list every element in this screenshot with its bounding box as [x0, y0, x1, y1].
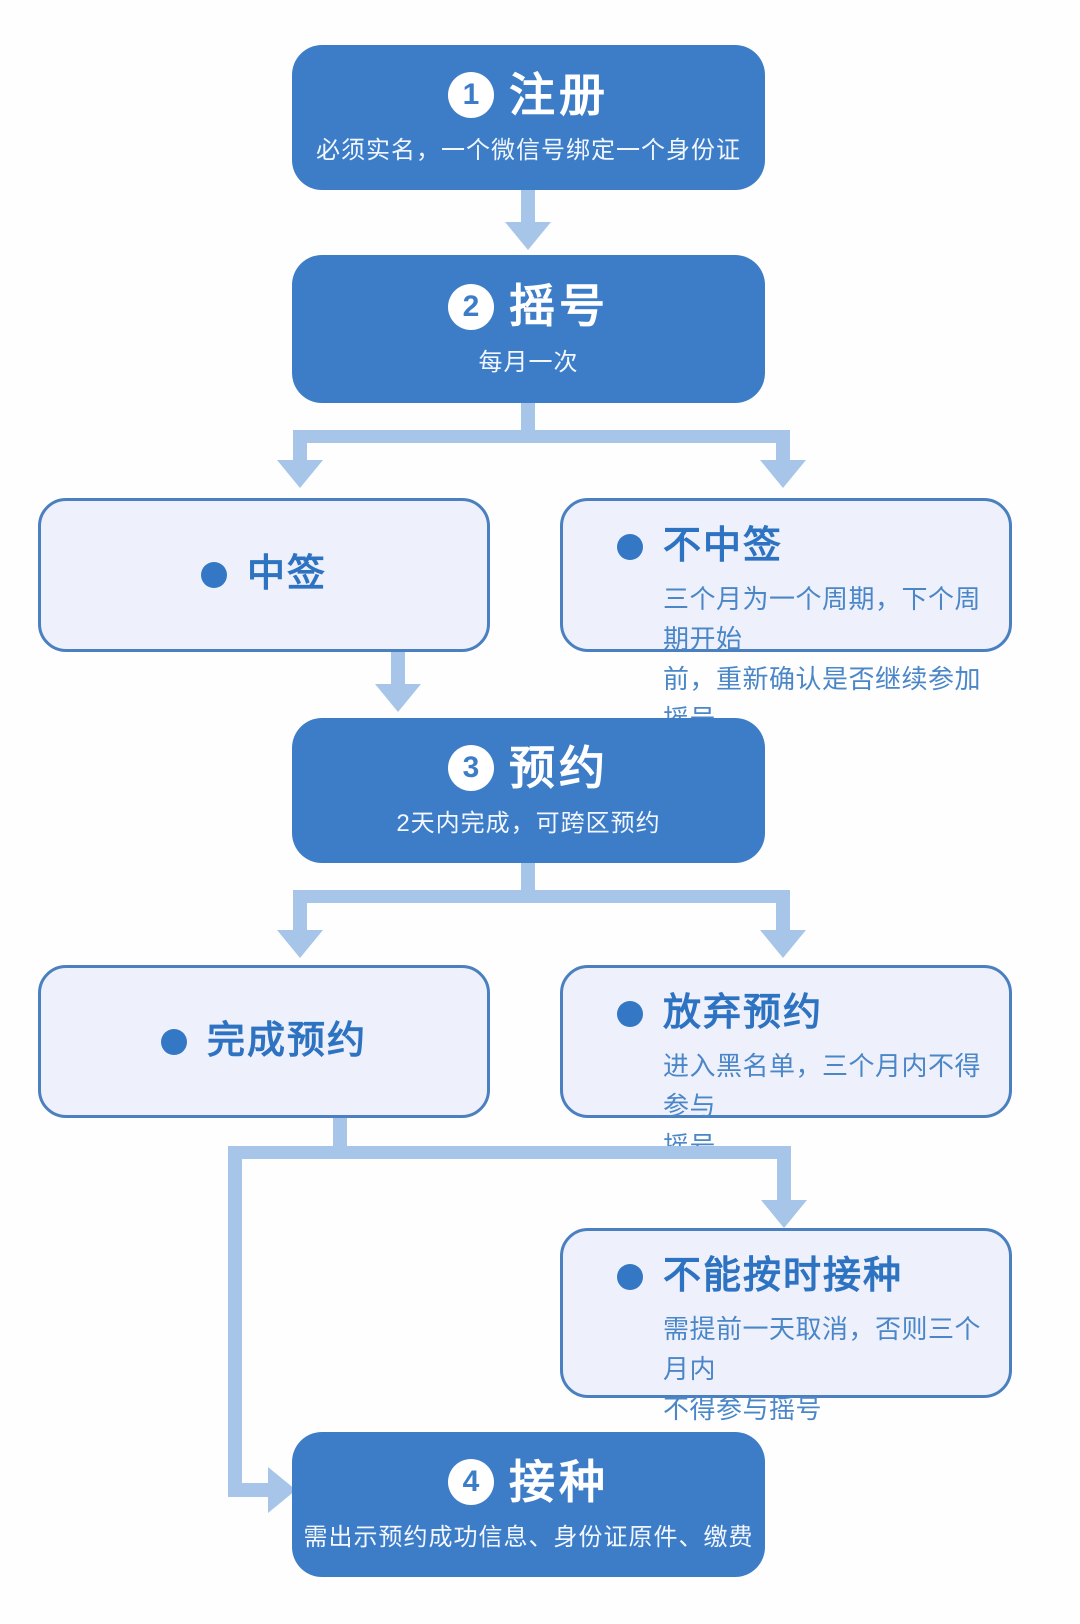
step-4-subtitle: 需出示预约成功信息、身份证原件、缴费: [303, 1524, 754, 1552]
arrowhead-down-icon: [760, 930, 806, 958]
step-3-subtitle: 2天内完成，可跨区预约: [396, 810, 661, 838]
bullet-dot-icon: [200, 562, 227, 588]
connector-line: [293, 890, 790, 903]
outcome-not-win-title-row: 不中签: [617, 525, 985, 569]
description-line: 进入黑名单，三个月内不得参与: [663, 1050, 982, 1121]
step-box-register: 1 注册 必须实名，一个微信号绑定一个身份证: [292, 45, 765, 190]
arrowhead-down-icon: [277, 460, 323, 488]
step-register-title-row: 1 注册: [448, 70, 609, 121]
step-appointment-title-row: 3 预约: [448, 743, 609, 794]
step-3-title: 预约: [509, 741, 609, 794]
step-box-appointment: 3 预约 2天内完成，可跨区预约: [292, 718, 765, 863]
step-2-number: 2: [462, 289, 480, 323]
connector-line: [391, 652, 405, 686]
bullet-dot-icon: [617, 1263, 643, 1290]
step-1-title: 注册: [509, 68, 609, 121]
outcome-win-title: 中签: [246, 553, 327, 596]
outcome-abandoned-title-row: 放弃预约: [617, 992, 985, 1036]
step-2-number-badge-icon: 2: [448, 283, 494, 330]
outcome-box-cannot-vaccinate-on-time: 不能按时接种 需提前一天取消，否则三个月内 不得参与摇号: [560, 1228, 1012, 1424]
connector-line: [228, 1483, 268, 1497]
description-line: 三个月为一个周期，下个周期开始: [663, 583, 982, 654]
step-1-number: 1: [462, 78, 480, 111]
connector-line: [293, 430, 790, 443]
step-box-lottery: 2 摇号 每月一次: [292, 255, 765, 403]
outcome-not-win-description: 三个月为一个周期，下个周期开始 前，重新确认是否继续参加摇号: [663, 579, 985, 739]
connector-line: [333, 1118, 347, 1152]
outcome-abandoned-title: 放弃预约: [663, 992, 824, 1034]
step-2-subtitle: 每月一次: [478, 348, 579, 376]
connector-line: [293, 903, 307, 930]
bullet-dot-icon: [617, 533, 643, 560]
outcome-box-appointment-done: 完成预约: [38, 965, 490, 1118]
bullet-dot-icon: [617, 1000, 643, 1027]
connector-line: [228, 1159, 242, 1497]
step-lottery-title-row: 2 摇号: [448, 281, 609, 332]
step-4-number: 4: [462, 1465, 480, 1498]
outcome-done-title: 完成预约: [206, 1019, 367, 1062]
outcome-box-not-win: 不中签 三个月为一个周期，下个周期开始 前，重新确认是否继续参加摇号: [560, 498, 1012, 734]
step-3-number-badge-icon: 3: [448, 745, 494, 791]
outcome-not-win-title: 不中签: [663, 525, 784, 567]
outcome-cannot-title: 不能按时接种: [663, 1255, 904, 1297]
connector-line: [521, 403, 535, 435]
arrowhead-down-icon: [277, 930, 323, 958]
outcome-win-title-row: 中签: [200, 553, 327, 597]
step-box-vaccination: 4 接种 需出示预约成功信息、身份证原件、缴费: [292, 1432, 765, 1577]
step-vaccination-title-row: 4 接种: [448, 1457, 609, 1508]
step-4-number-badge-icon: 4: [448, 1459, 494, 1505]
connector-line: [521, 863, 535, 895]
outcome-done-title-row: 完成预约: [160, 1019, 367, 1064]
arrowhead-down-icon: [761, 1200, 807, 1228]
step-3-number: 3: [462, 751, 480, 784]
step-1-number-badge-icon: 1: [448, 72, 494, 118]
arrowhead-down-icon: [760, 460, 806, 488]
connector-line: [777, 1159, 791, 1200]
connector-line: [776, 903, 790, 930]
step-2-title: 摇号: [509, 280, 609, 333]
step-4-title: 接种: [509, 1455, 609, 1508]
connector-line: [776, 443, 790, 460]
connector-line: [228, 1146, 791, 1159]
connector-line: [293, 443, 307, 460]
step-1-subtitle: 必须实名，一个微信号绑定一个身份证: [316, 137, 741, 165]
arrowhead-down-icon: [375, 684, 421, 712]
connector-line: [521, 190, 535, 224]
bullet-dot-icon: [160, 1028, 187, 1055]
description-line: 不得参与摇号: [663, 1393, 823, 1424]
description-line: 需提前一天取消，否则三个月内: [663, 1313, 982, 1384]
arrowhead-down-icon: [505, 222, 551, 250]
outcome-cannot-title-row: 不能按时接种: [617, 1255, 985, 1299]
outcome-cannot-description: 需提前一天取消，否则三个月内 不得参与摇号: [663, 1309, 985, 1429]
outcome-box-appointment-abandoned: 放弃预约 进入黑名单，三个月内不得参与 摇号: [560, 965, 1012, 1161]
outcome-box-win: 中签: [38, 498, 490, 652]
arrowhead-right-icon: [268, 1467, 296, 1513]
